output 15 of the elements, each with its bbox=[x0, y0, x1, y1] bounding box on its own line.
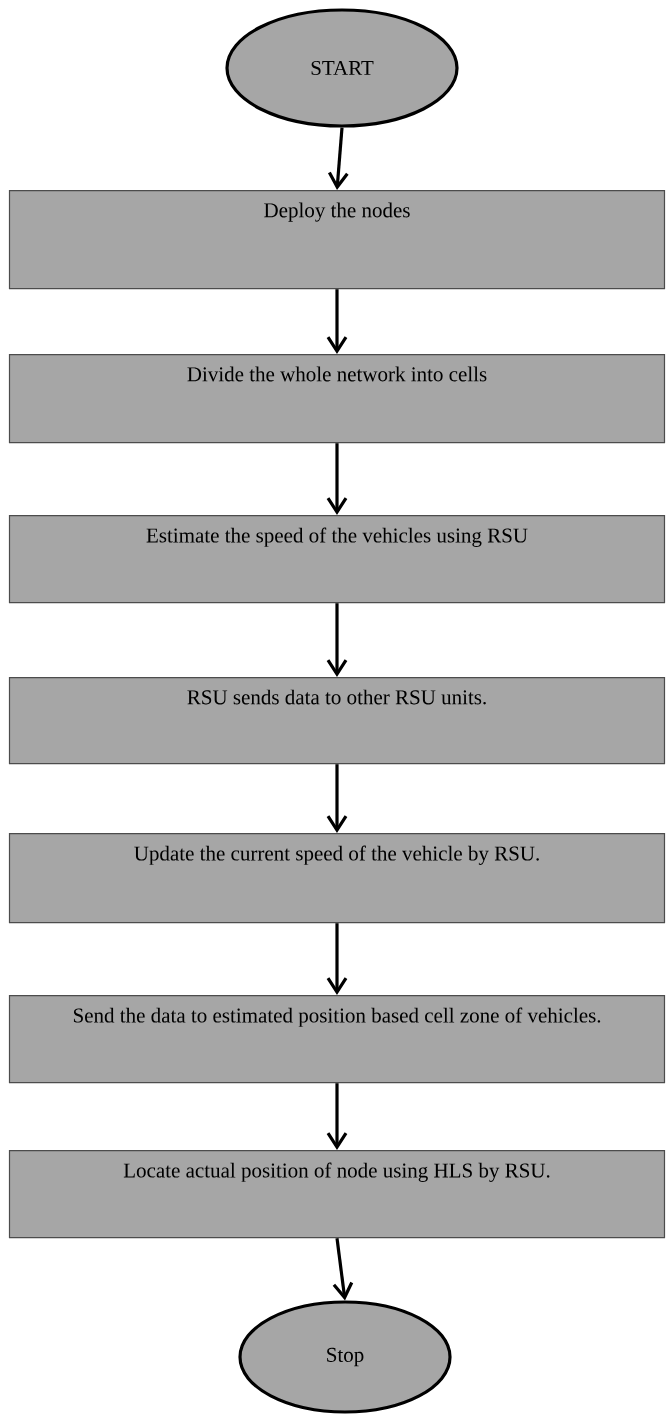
arrow bbox=[327, 127, 349, 190]
process-box: Update the current speed of the vehicle by RSU. bbox=[8, 833, 666, 924]
process-box: Send the data to estimated position based cell zone of vehicles. bbox=[8, 995, 666, 1084]
arrow bbox=[326, 764, 348, 833]
process-box: Divide the whole network into cells bbox=[8, 354, 666, 444]
process-box: Locate actual position of node using HLS by RSU. bbox=[8, 1150, 666, 1239]
arrow bbox=[326, 443, 348, 515]
process-box: RSU sends data to other RSU units. bbox=[8, 677, 666, 765]
arrow bbox=[326, 1083, 348, 1150]
process-box: Estimate the speed of the vehicles using RSU bbox=[8, 515, 666, 604]
arrow bbox=[326, 289, 348, 354]
arrow bbox=[332, 1238, 354, 1301]
process-box: Deploy the nodes bbox=[8, 190, 666, 290]
arrow bbox=[326, 603, 348, 677]
arrow bbox=[326, 923, 348, 995]
